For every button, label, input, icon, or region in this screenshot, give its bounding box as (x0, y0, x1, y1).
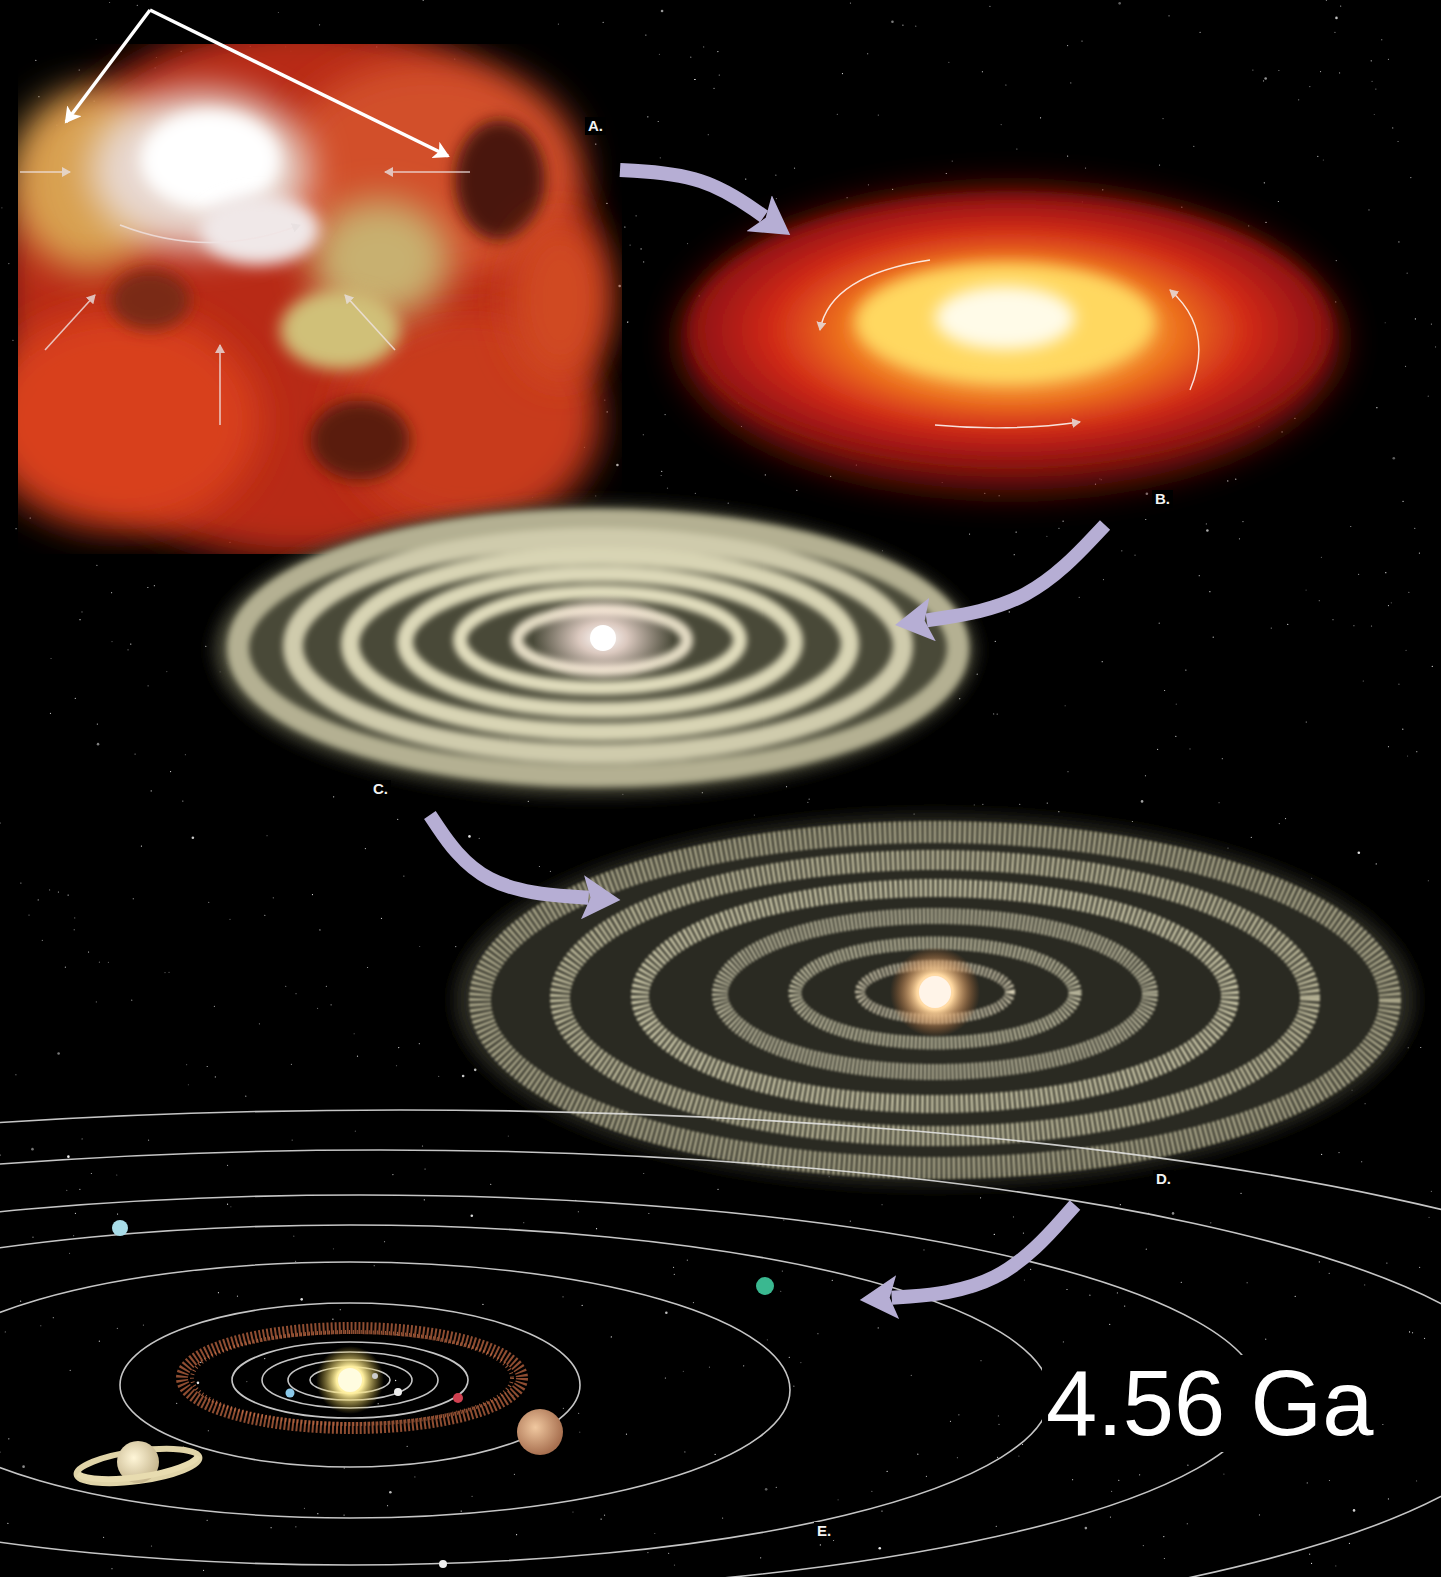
stage-letter: A. (585, 117, 606, 135)
stage-arrow (620, 170, 764, 217)
stage-panel: A. (20, 45, 620, 545)
stage-letter: C. (370, 780, 391, 798)
stage-letter: E. (814, 1522, 834, 1540)
age-label: 4.56 Ga (1042, 1355, 1377, 1452)
stage-panel: D. (460, 900, 1415, 1205)
stage-panel: B. (680, 235, 1340, 525)
stage-letter: D. (1153, 1170, 1174, 1188)
stage-arrow (892, 1205, 1075, 1298)
stage-panel: C. (215, 525, 895, 815)
stage-letter: B. (1152, 490, 1173, 508)
stage-arrow (430, 815, 589, 898)
stage-arrow (927, 525, 1105, 620)
